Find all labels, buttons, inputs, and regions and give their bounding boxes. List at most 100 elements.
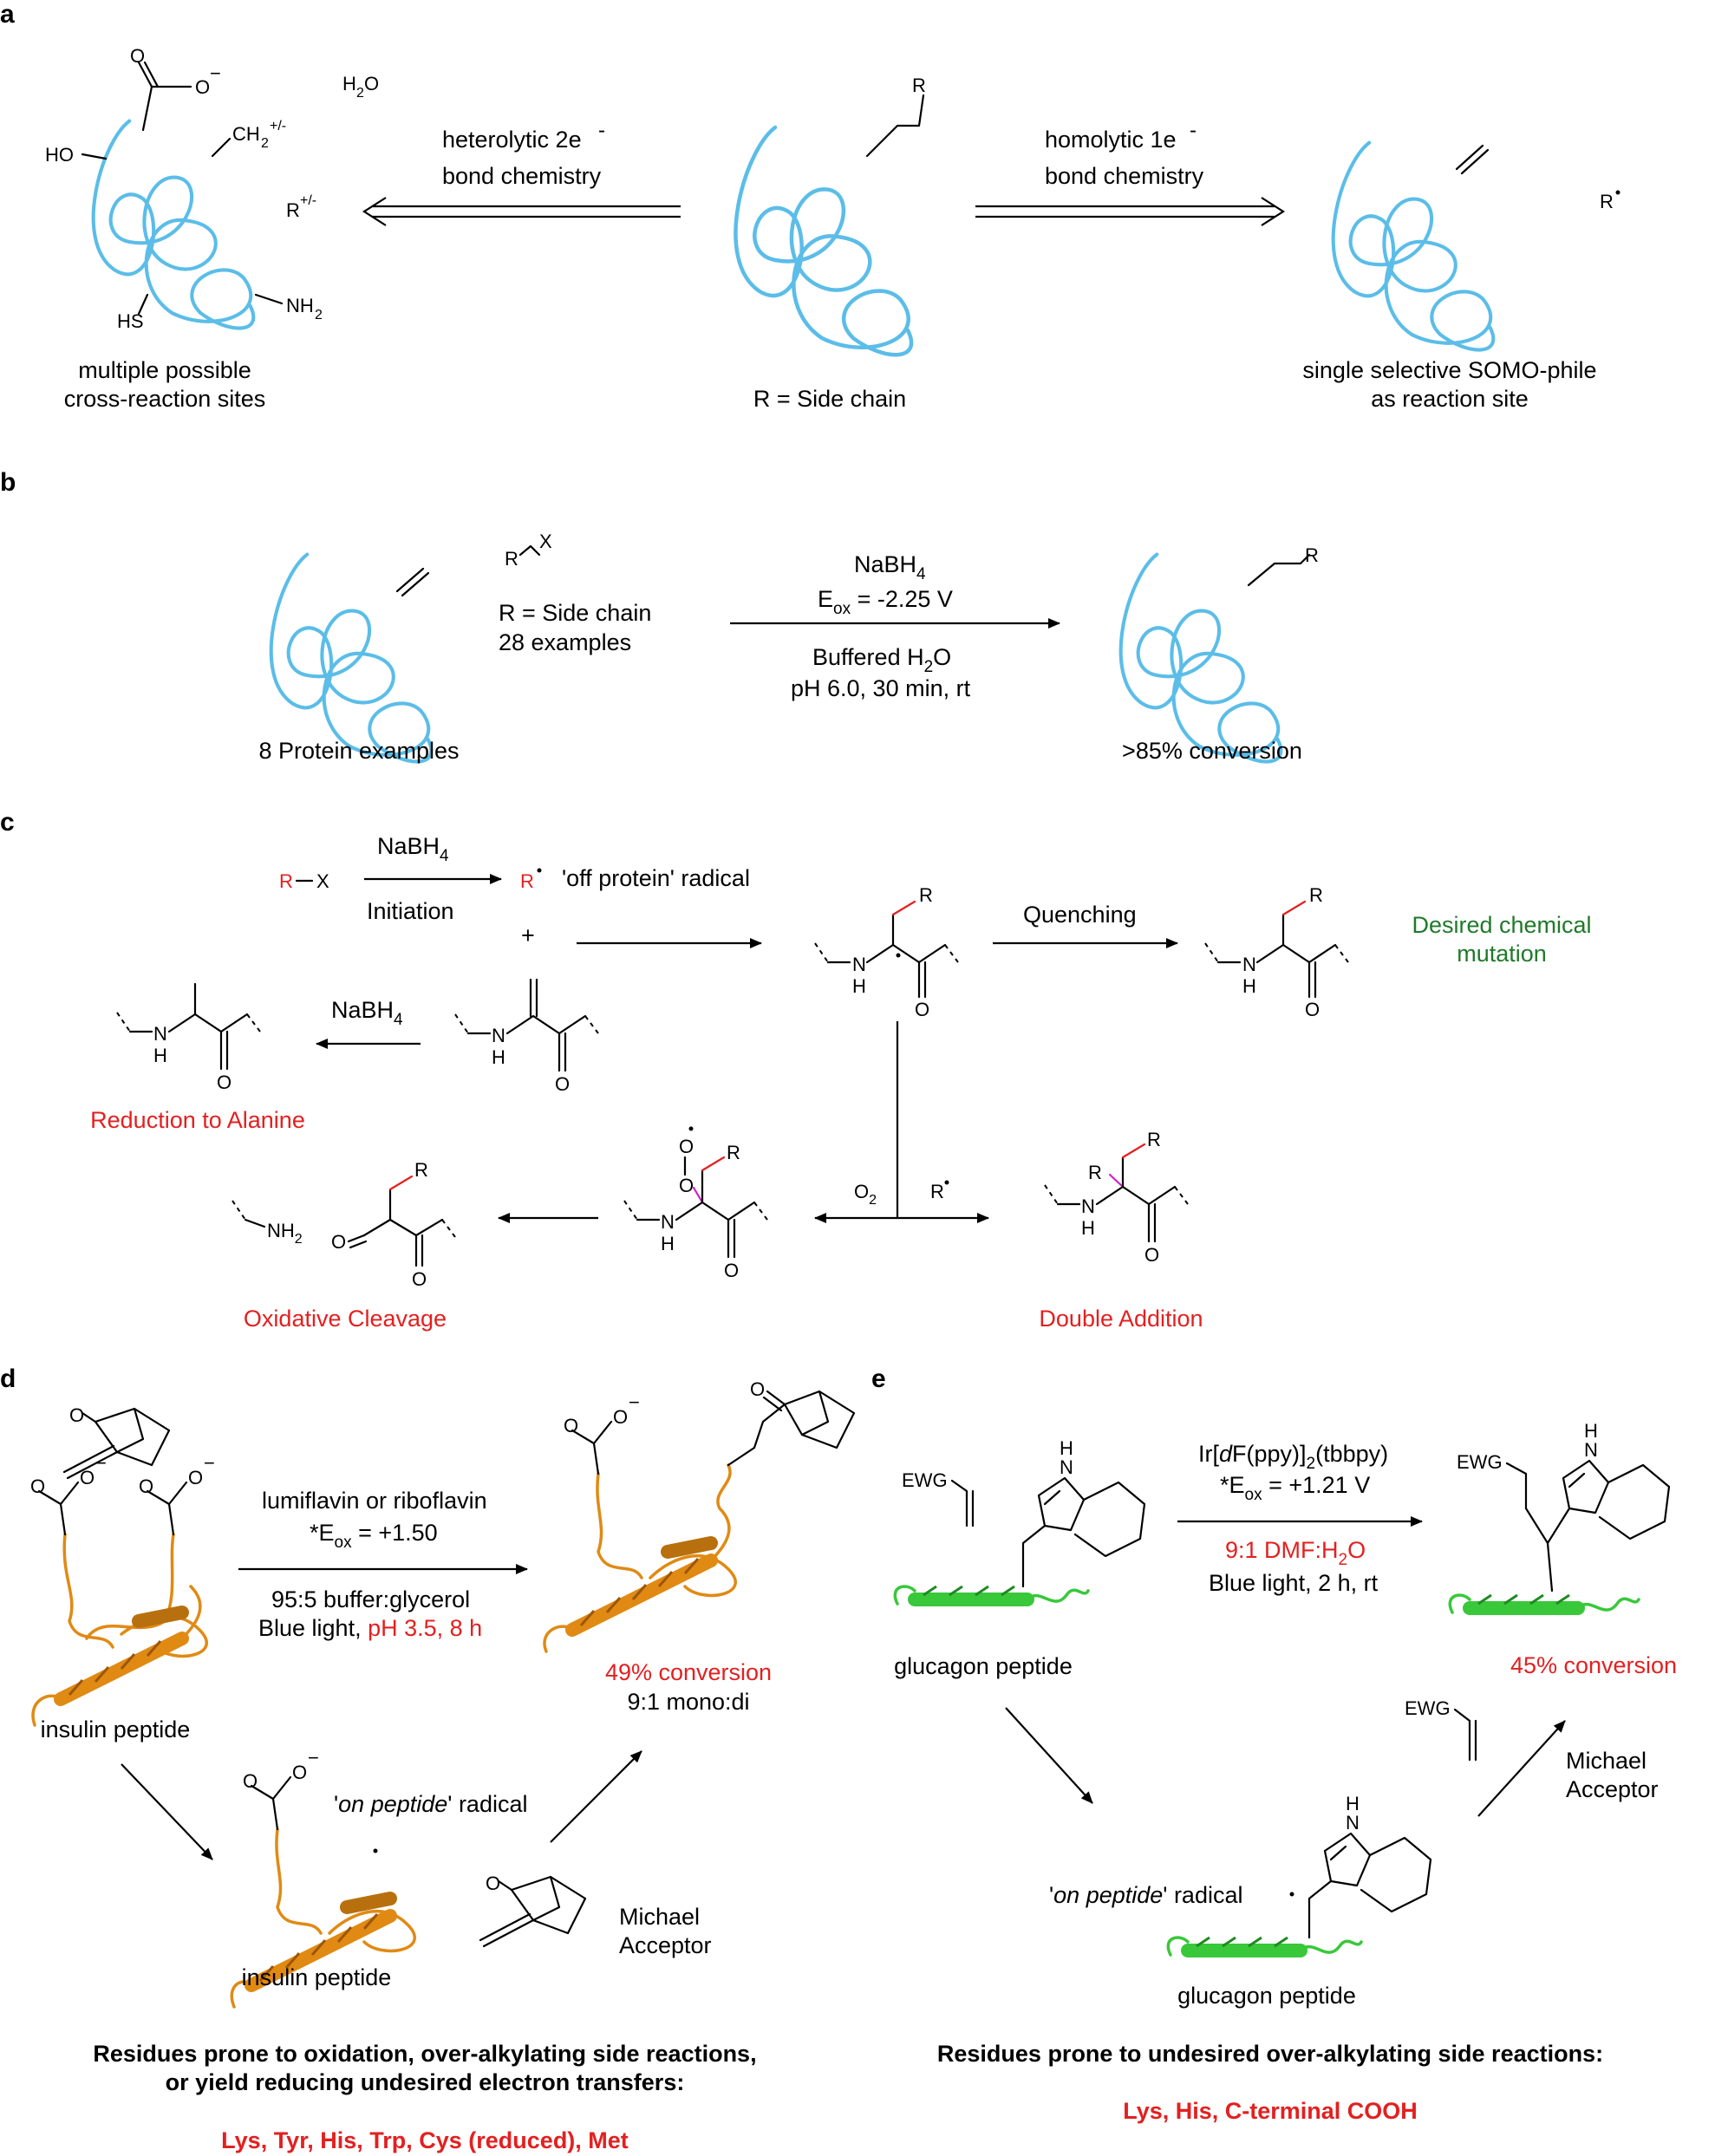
panel-label-b: b [0, 468, 16, 497]
svg-text:O: O [188, 1467, 203, 1488]
d-insulin-label: insulin peptide [41, 1716, 191, 1742]
svg-text:Blue light, 2 h, rt: Blue light, 2 h, rt [1209, 1570, 1379, 1596]
svg-text:Blue light, pH 3.5, 8 h: Blue light, pH 3.5, 8 h [258, 1615, 482, 1641]
e-conversion: 45% conversion [1510, 1652, 1677, 1678]
radical-r-a: R [1600, 191, 1614, 212]
svg-text:O: O [915, 999, 929, 1020]
d-down-arrow [121, 1763, 213, 1860]
svg-text:N: N [1346, 1812, 1360, 1834]
protein-left-a [94, 121, 254, 329]
e-conditions: Ir[dF(ppy)]2(tbbpy) *Eox = +1.21 V 9:1 D… [1198, 1441, 1388, 1596]
svg-text:−: − [204, 1452, 215, 1474]
svg-text:R: R [1147, 1129, 1161, 1150]
panel-label-a: a [0, 0, 15, 29]
c-alanine: N H O [116, 982, 261, 1093]
left-caption-2: cross-reaction sites [64, 386, 266, 412]
svg-text:H: H [1584, 1420, 1598, 1442]
svg-text:EWG: EWG [1457, 1451, 1503, 1473]
c-product: N H O R [1204, 884, 1349, 1020]
e-glucagon-radical: N H [1166, 1793, 1432, 1957]
svg-text:2: 2 [315, 308, 323, 322]
e-radical-label: 'on peptide' radical [1049, 1882, 1242, 1908]
d-residues-title-2: or yield reducing undesired electron tra… [166, 2069, 685, 2095]
svg-text:O: O [486, 1873, 500, 1894]
svg-text:O: O [80, 1467, 95, 1488]
protein-right-b [1121, 555, 1281, 762]
center-r-atom: R [912, 75, 926, 96]
svg-text:H: H [1060, 1437, 1073, 1459]
svg-text:2: 2 [356, 86, 364, 101]
svg-text:R: R [1088, 1162, 1102, 1183]
b-examples: 28 examples [499, 629, 631, 655]
svg-text:NH: NH [286, 295, 314, 316]
left-caption-1: multiple possible [78, 357, 251, 383]
d-michael-acceptor-top: O [62, 1404, 171, 1480]
svg-text:O: O [724, 1260, 739, 1281]
svg-text:O: O [679, 1136, 694, 1157]
c-oxidative-label: Oxidative Cleavage [244, 1306, 447, 1332]
svg-text:O: O [139, 1475, 153, 1497]
svg-text:H: H [1346, 1793, 1360, 1814]
c-dehydroalanine: N H O [454, 978, 599, 1095]
center-caption: R = Side chain [753, 386, 906, 412]
svg-text:H: H [492, 1046, 505, 1068]
svg-text:NH2: NH2 [267, 1220, 303, 1247]
b-right-caption: >85% conversion [1122, 738, 1302, 764]
c-radical-intermediate: N H O R [814, 884, 959, 1020]
svg-text:N: N [1242, 954, 1256, 975]
svg-text:+: + [521, 922, 535, 948]
d-michael-label-1: Michael [619, 1904, 700, 1930]
svg-text:H: H [852, 975, 866, 997]
d-michael-acceptor-bottom: O [479, 1873, 587, 1948]
d-ratio: 9:1 mono:di [627, 1689, 749, 1715]
svg-text:−: − [629, 1391, 640, 1413]
svg-text:O: O [130, 45, 145, 67]
alkene-a [1455, 144, 1484, 171]
svg-text:R: R [414, 1159, 428, 1181]
svg-text:H: H [1242, 975, 1256, 997]
heterolytic-label-2: bond chemistry [442, 163, 602, 189]
svg-text:lumiflavin or riboflavin: lumiflavin or riboflavin [262, 1488, 487, 1514]
svg-text:H: H [661, 1233, 675, 1254]
d-residues-list: Lys, Tyr, His, Trp, Cys (reduced), Met [221, 2127, 629, 2153]
svg-text:+/-: +/- [270, 119, 286, 134]
center-side-chain [865, 94, 925, 158]
d-up-arrow [550, 1750, 642, 1843]
svg-text:95:5 buffer:glycerol: 95:5 buffer:glycerol [271, 1586, 470, 1612]
svg-text:O: O [30, 1475, 45, 1497]
homolytic-label-2: bond chemistry [1045, 163, 1204, 189]
svg-text:O: O [555, 1073, 570, 1095]
svg-text:H: H [1081, 1217, 1095, 1239]
svg-text:O: O [613, 1406, 628, 1428]
svg-text:O: O [243, 1770, 258, 1792]
svg-text:-: - [598, 119, 605, 142]
svg-text:O: O [364, 73, 379, 94]
svg-text:R: R [930, 1181, 944, 1202]
svg-text:NaBH4: NaBH4 [377, 833, 449, 865]
e-down-arrow [1005, 1707, 1093, 1804]
e-ewg-acceptor: EWG [1405, 1697, 1451, 1719]
d-conditions: lumiflavin or riboflavin *Eox = +1.50 95… [258, 1488, 487, 1641]
svg-text:R: R [1309, 884, 1323, 906]
b-left-caption: 8 Protein examples [258, 738, 459, 764]
e-residues-list: Lys, His, C-terminal COOH [1123, 2098, 1418, 2124]
right-caption-1: single selective SOMO-phile [1302, 357, 1596, 383]
panel-label-c: c [0, 808, 15, 837]
c-double-addition: R N H O R [1044, 1129, 1189, 1266]
c-initiation-label: Initiation [367, 898, 454, 924]
svg-text:O: O [1305, 999, 1320, 1020]
protein-left-b [271, 555, 432, 762]
svg-text:N: N [153, 1023, 167, 1045]
svg-text:NaBH4: NaBH4 [854, 551, 926, 583]
homolytic-label-1: homolytic 1e [1045, 127, 1177, 153]
d-insulin-radical: O O − [230, 1747, 416, 2009]
e-glucagon-label-2: glucagon peptide [1177, 1983, 1356, 2009]
heterolytic-label-1: heterolytic 2e [442, 127, 582, 153]
c-reduction-label: Reduction to Alanine [90, 1107, 305, 1133]
svg-text:N: N [1584, 1439, 1598, 1461]
svg-text:N: N [1081, 1195, 1095, 1217]
heterolytic-arrow [362, 197, 681, 226]
left-substituents: O O − CH 2 +/- HO HS NH 2 R +/- H 2 O [45, 45, 379, 332]
svg-text:X: X [316, 870, 329, 892]
d-michael-label-2: Acceptor [619, 1932, 712, 1958]
